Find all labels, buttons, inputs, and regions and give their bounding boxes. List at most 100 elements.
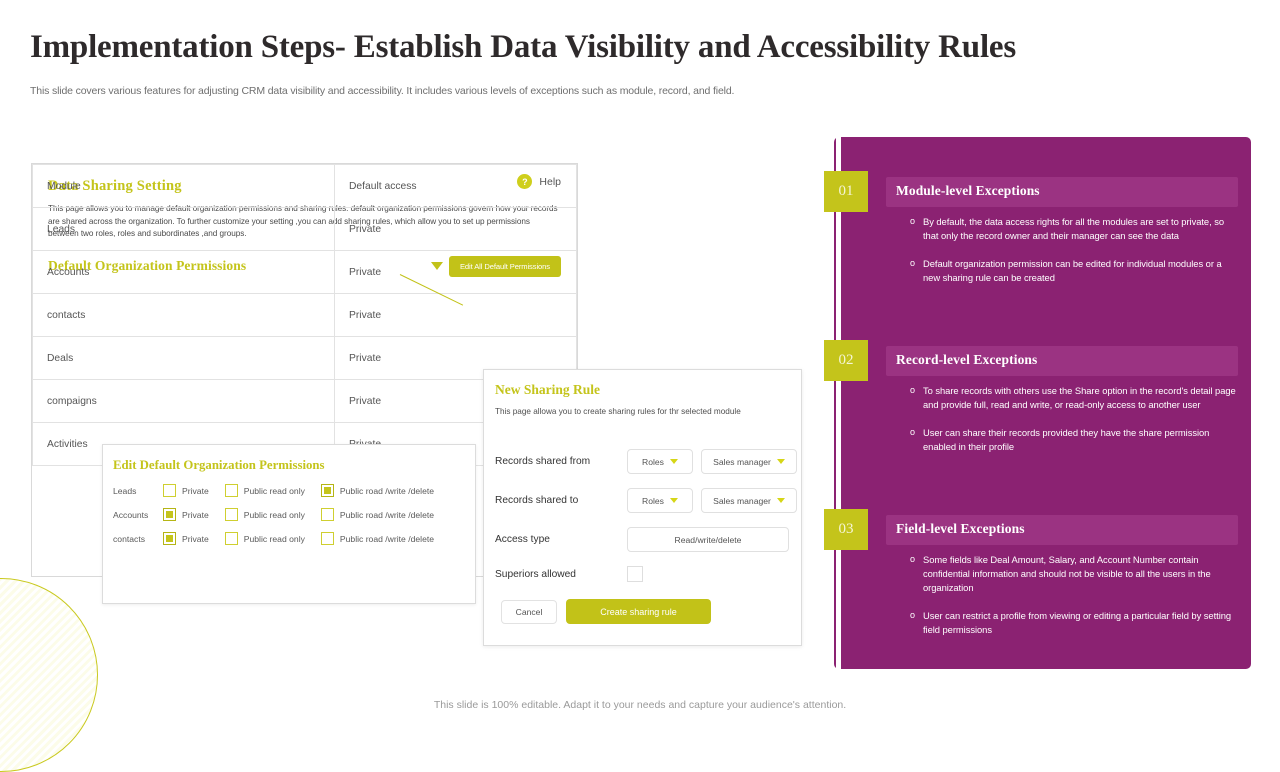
permission-checkbox-public-road-write-delete[interactable] [320,484,334,497]
exception-number-badge: 03 [824,509,868,550]
superiors-allowed-checkbox[interactable] [627,566,643,583]
permission-checkbox-public-read-only[interactable] [224,532,238,545]
module-name: Leads [113,485,137,496]
select-value: Sales manager [713,495,771,506]
cancel-button[interactable]: Cancel [501,599,557,624]
cell-default-access: Private [334,293,577,337]
list-item: o To share records with others use the Sh… [910,384,1240,412]
new-sharing-rule-title: New Sharing Rule [495,382,601,397]
permission-checkbox-private[interactable] [163,484,176,497]
list-item: o User can restrict a profile from viewin… [910,609,1240,637]
exception-header-band: Module-level Exceptions [886,177,1238,207]
select-value: Roles [642,456,664,467]
create-sharing-rule-button[interactable]: Create sharing rule [566,599,711,625]
records-shared-from-row: Records shared from Roles Sales manager [495,442,801,481]
cell-module: Leads [32,207,335,251]
records-shared-from-label: Records shared from [495,456,591,468]
access-type-label: Access type [495,534,550,546]
permission-option-label: Public read only [243,533,305,544]
exception-heading: Record-level Exceptions [896,352,1038,367]
exception-header-band: Field-level Exceptions [886,515,1238,545]
exception-bullet-list: o By default, the data access rights for … [910,215,1240,299]
select-value: Read/write/delete [674,534,742,545]
chevron-down-icon [669,498,678,504]
permission-checkbox-private[interactable] [163,508,176,521]
records-shared-from-type-select[interactable]: Roles [627,449,693,475]
bullet-text: To share records with others use the Sha… [923,385,1236,410]
bullet-marker-icon: o [910,554,916,564]
exception-number-badge: 02 [824,340,868,381]
edit-dialog-title: Edit Default Organization Permissions [113,458,325,472]
permission-checkbox-public-road-write-delete[interactable] [320,508,334,521]
bullet-text: Some fields like Deal Amount, Salary, an… [923,554,1211,593]
bullet-marker-icon: o [910,216,916,226]
records-shared-from-role-select[interactable]: Sales manager [701,449,797,475]
column-header-module: Module [32,164,335,208]
bullet-marker-icon: o [910,385,916,395]
exception-bullet-list: o To share records with others use the Sh… [910,384,1240,468]
column-header-default-access: Default access [334,164,577,208]
bullet-text: Default organization permission can be e… [923,257,1222,283]
page-title: Implementation Steps- Establish Data Vis… [30,29,1016,65]
list-item: o Some fields like Deal Amount, Salary, a… [910,553,1240,595]
chevron-down-icon [776,459,785,465]
edit-default-permissions-dialog: Edit Default Organization Permissions Le… [102,444,476,604]
bullet-marker-icon: o [910,609,916,620]
access-type-select[interactable]: Read/write/delete [627,527,789,553]
records-shared-to-row: Records shared to Roles Sales manager [495,481,801,520]
permission-checkbox-public-road-write-delete[interactable] [320,532,334,545]
decorative-circle [0,578,98,772]
new-sharing-rule-dialog: New Sharing Rule This page allowa you to… [483,369,802,646]
superiors-allowed-label: Superiors allowed [495,568,576,580]
module-name: contacts [113,533,146,544]
select-value: Roles [642,495,664,506]
records-shared-to-role-select[interactable]: Sales manager [701,488,797,514]
panel-left-strip [836,137,841,669]
cell-module: compaigns [32,379,335,423]
bullet-text: By default, the data access rights for a… [923,216,1224,241]
permission-option-label: Public read only [243,485,305,496]
cell-default-access: Private [334,250,577,294]
permission-option-label: Private [182,509,209,520]
permission-checkbox-public-read-only[interactable] [224,508,238,521]
bullet-text: User can share their records provided th… [923,426,1210,452]
exception-heading: Field-level Exceptions [896,521,1025,536]
permission-option-label: Public road /write /delete [339,509,435,520]
cell-default-access: Private [334,336,577,380]
permission-checkbox-public-read-only[interactable] [224,484,238,497]
permission-option-label: Public read only [243,509,305,520]
module-name: Accounts [113,509,149,520]
permission-option-label: Public road /write /delete [339,533,435,544]
page-subtitle: This slide covers various features for a… [30,85,735,97]
new-sharing-rule-description: This page allowa you to create sharing r… [495,407,741,416]
permission-option-label: Private [182,485,209,496]
exception-heading: Module-level Exceptions [896,183,1040,198]
permission-option-label: Private [182,533,209,544]
records-shared-to-label: Records shared to [495,495,579,507]
edit-permission-row: contacts Private Public read only Public ro… [113,532,475,545]
exception-bullet-list: o Some fields like Deal Amount, Salary, a… [910,553,1240,651]
list-item: o By default, the data access rights for … [910,215,1240,243]
footer-note: This slide is 100% editable. Adapt it to… [433,699,847,711]
chevron-down-icon [669,459,678,465]
cell-module: contacts [32,293,335,337]
access-type-row: Access type Read/write/delete [495,520,801,559]
new-sharing-rule-actions: Cancel Create sharing rule [501,599,801,625]
select-value: Sales manager [713,456,771,467]
records-shared-to-type-select[interactable]: Roles [627,488,693,514]
exception-header-band: Record-level Exceptions [886,346,1238,376]
superiors-allowed-row: Superiors allowed [495,559,801,589]
permission-checkbox-private[interactable] [163,532,176,545]
bullet-text: User can restrict a profile from viewing… [923,609,1232,635]
cell-module: Accounts [32,250,335,294]
edit-permission-row: Accounts Private Public read only Public ro… [113,508,475,521]
exception-number-badge: 01 [824,171,868,212]
